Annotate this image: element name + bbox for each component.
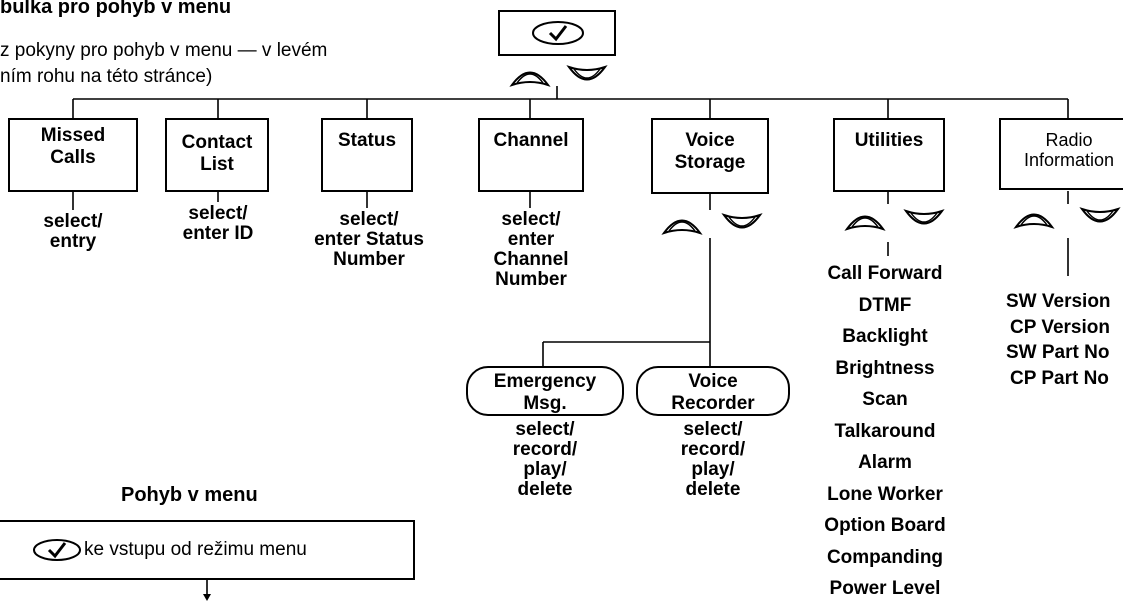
menu-label-line1: Status xyxy=(337,130,397,151)
emergency-msg-action: select/ record/ play/ delete xyxy=(495,420,595,500)
action-line: enter ID xyxy=(182,223,254,244)
menu-radio-information: Radio Information xyxy=(999,118,1123,190)
menu-label-line1: Contact xyxy=(181,132,253,153)
submenu-label-line1: Voice xyxy=(688,371,738,392)
submenu-label-line2: Msg. xyxy=(523,393,567,414)
voice-recorder-action: select/ record/ play/ delete xyxy=(663,420,763,500)
down-arrow-icon xyxy=(1079,207,1121,223)
menu-select-box xyxy=(498,10,616,56)
action-line: delete xyxy=(517,479,573,500)
submenu-label-line1: Emergency xyxy=(493,371,597,392)
action-line: delete xyxy=(685,479,741,500)
up-arrow-icon xyxy=(661,219,703,235)
missed-calls-action: select/ entry xyxy=(23,212,123,252)
list-item: Companding xyxy=(826,546,944,568)
menu-label-line2: List xyxy=(200,154,234,175)
list-item: Backlight xyxy=(842,326,928,347)
nav-step-text: ke vstupu od režimu menu xyxy=(84,539,307,560)
list-item: Scan xyxy=(862,389,908,410)
channel-action: select/ enter Channel Number xyxy=(486,210,576,290)
action-line: record/ xyxy=(512,439,578,460)
page-heading: bulka pro pohyb v menu xyxy=(0,0,232,18)
down-arrow-icon xyxy=(566,65,608,81)
action-line: select/ xyxy=(501,209,561,230)
menu-label-line1: Voice xyxy=(685,130,735,151)
list-item: Power Level xyxy=(829,578,941,599)
action-line: select/ xyxy=(43,211,103,232)
menu-voice-storage: Voice Storage xyxy=(651,118,769,194)
list-item: CP Part No xyxy=(1010,367,1109,389)
action-line: select/ xyxy=(339,209,399,230)
radio-info-list: SW Version CP Version SW Part No CP Part… xyxy=(1006,289,1111,391)
action-line: Number xyxy=(495,269,567,290)
action-line: record/ xyxy=(680,439,746,460)
menu-missed-calls: Missed Calls xyxy=(8,118,138,192)
list-item: Option Board xyxy=(824,515,946,536)
down-arrow-icon xyxy=(903,209,945,225)
up-arrow-icon xyxy=(1013,213,1055,229)
list-item: SW Version xyxy=(1006,291,1111,312)
contact-list-action: select/ enter ID xyxy=(168,204,268,244)
action-line: select/ xyxy=(515,419,575,440)
menu-label-line1: Utilities xyxy=(854,130,924,151)
list-item: SW Part No xyxy=(1006,342,1110,363)
menu-label-line1: Missed xyxy=(40,125,106,146)
menu-channel: Channel xyxy=(478,118,584,192)
action-line: select/ xyxy=(683,419,743,440)
submenu-voice-recorder: Voice Recorder xyxy=(636,366,790,416)
list-item: CP Version xyxy=(1010,316,1110,338)
list-item: Call Forward xyxy=(827,263,943,284)
nav-step-box: ke vstupu od režimu menu xyxy=(0,520,415,580)
action-line: select/ xyxy=(188,203,248,224)
menu-status: Status xyxy=(321,118,413,192)
menu-label-line2: Information xyxy=(1023,150,1115,170)
intro-line-2: ním rohu na této stránce) xyxy=(0,66,213,87)
list-item: Alarm xyxy=(858,452,912,473)
check-icon xyxy=(532,21,584,45)
action-line: play/ xyxy=(691,459,735,480)
menu-label-line1: Channel xyxy=(493,130,569,151)
action-line: enter Status xyxy=(314,229,424,250)
menu-label-line1: Radio xyxy=(1045,130,1093,150)
action-line: entry xyxy=(49,231,97,252)
down-arrow-icon xyxy=(721,213,763,229)
intro-line-1: z pokyny pro pohyb v menu — v levém xyxy=(0,40,328,61)
menu-contact-list: Contact List xyxy=(165,118,269,192)
action-line: Number xyxy=(333,249,405,270)
list-item: Talkaround xyxy=(834,420,936,442)
up-arrow-icon xyxy=(844,215,886,231)
submenu-label-line2: Recorder xyxy=(671,393,755,414)
action-line: enter xyxy=(507,229,555,250)
action-line: Channel xyxy=(493,249,569,270)
list-item: Brightness xyxy=(835,357,935,379)
up-arrow-icon xyxy=(509,71,551,87)
check-icon xyxy=(33,539,81,561)
submenu-emergency-msg: Emergency Msg. xyxy=(466,366,624,416)
list-item: DTMF xyxy=(858,294,912,316)
nav-title: Pohyb v menu xyxy=(121,484,258,506)
menu-label-line2: Calls xyxy=(50,147,96,168)
action-line: play/ xyxy=(523,459,567,480)
status-action: select/ enter Status Number xyxy=(307,210,431,270)
menu-utilities: Utilities xyxy=(833,118,945,192)
menu-label-line2: Storage xyxy=(674,152,746,173)
utilities-list: Call Forward DTMF Backlight Brightness S… xyxy=(800,258,970,605)
list-item: Lone Worker xyxy=(827,483,943,505)
